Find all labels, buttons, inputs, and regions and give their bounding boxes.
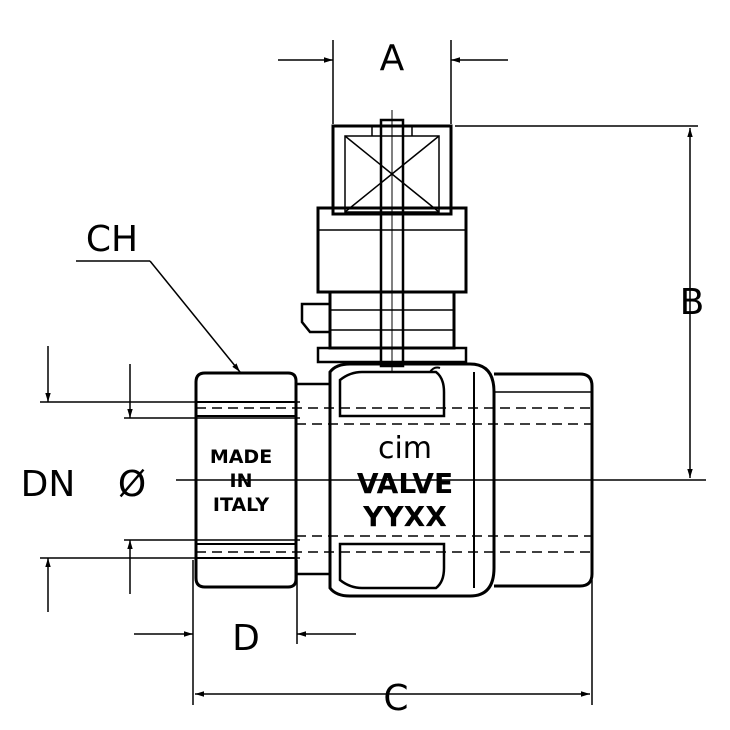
label-b: B (680, 282, 705, 323)
dimension-c (192, 560, 593, 705)
dimension-a (278, 40, 508, 124)
stem-housing (300, 290, 468, 364)
valve-stem (379, 110, 405, 372)
label-d: D (232, 618, 260, 659)
label-c: C (383, 678, 408, 719)
body-text-yyxx: YYXX (362, 500, 447, 533)
dimension-b (455, 125, 698, 478)
label-diameter: Ø (118, 464, 146, 505)
end-cap-text-italy: ITALY (213, 494, 269, 516)
body-logo-text: cim (378, 431, 432, 466)
dimension-dn (40, 346, 300, 612)
label-ch: CH (86, 219, 138, 260)
dimension-ch (76, 260, 241, 373)
end-cap-text-in: IN (230, 470, 253, 492)
hidden-bore-lines (196, 407, 592, 553)
label-dn: DN (21, 464, 76, 505)
end-cap-text-made: MADE (210, 446, 272, 468)
label-a: A (380, 38, 405, 79)
dimension-diameter (124, 364, 300, 594)
body-text-valve: VALVE (357, 467, 453, 500)
dimension-d (134, 560, 356, 644)
